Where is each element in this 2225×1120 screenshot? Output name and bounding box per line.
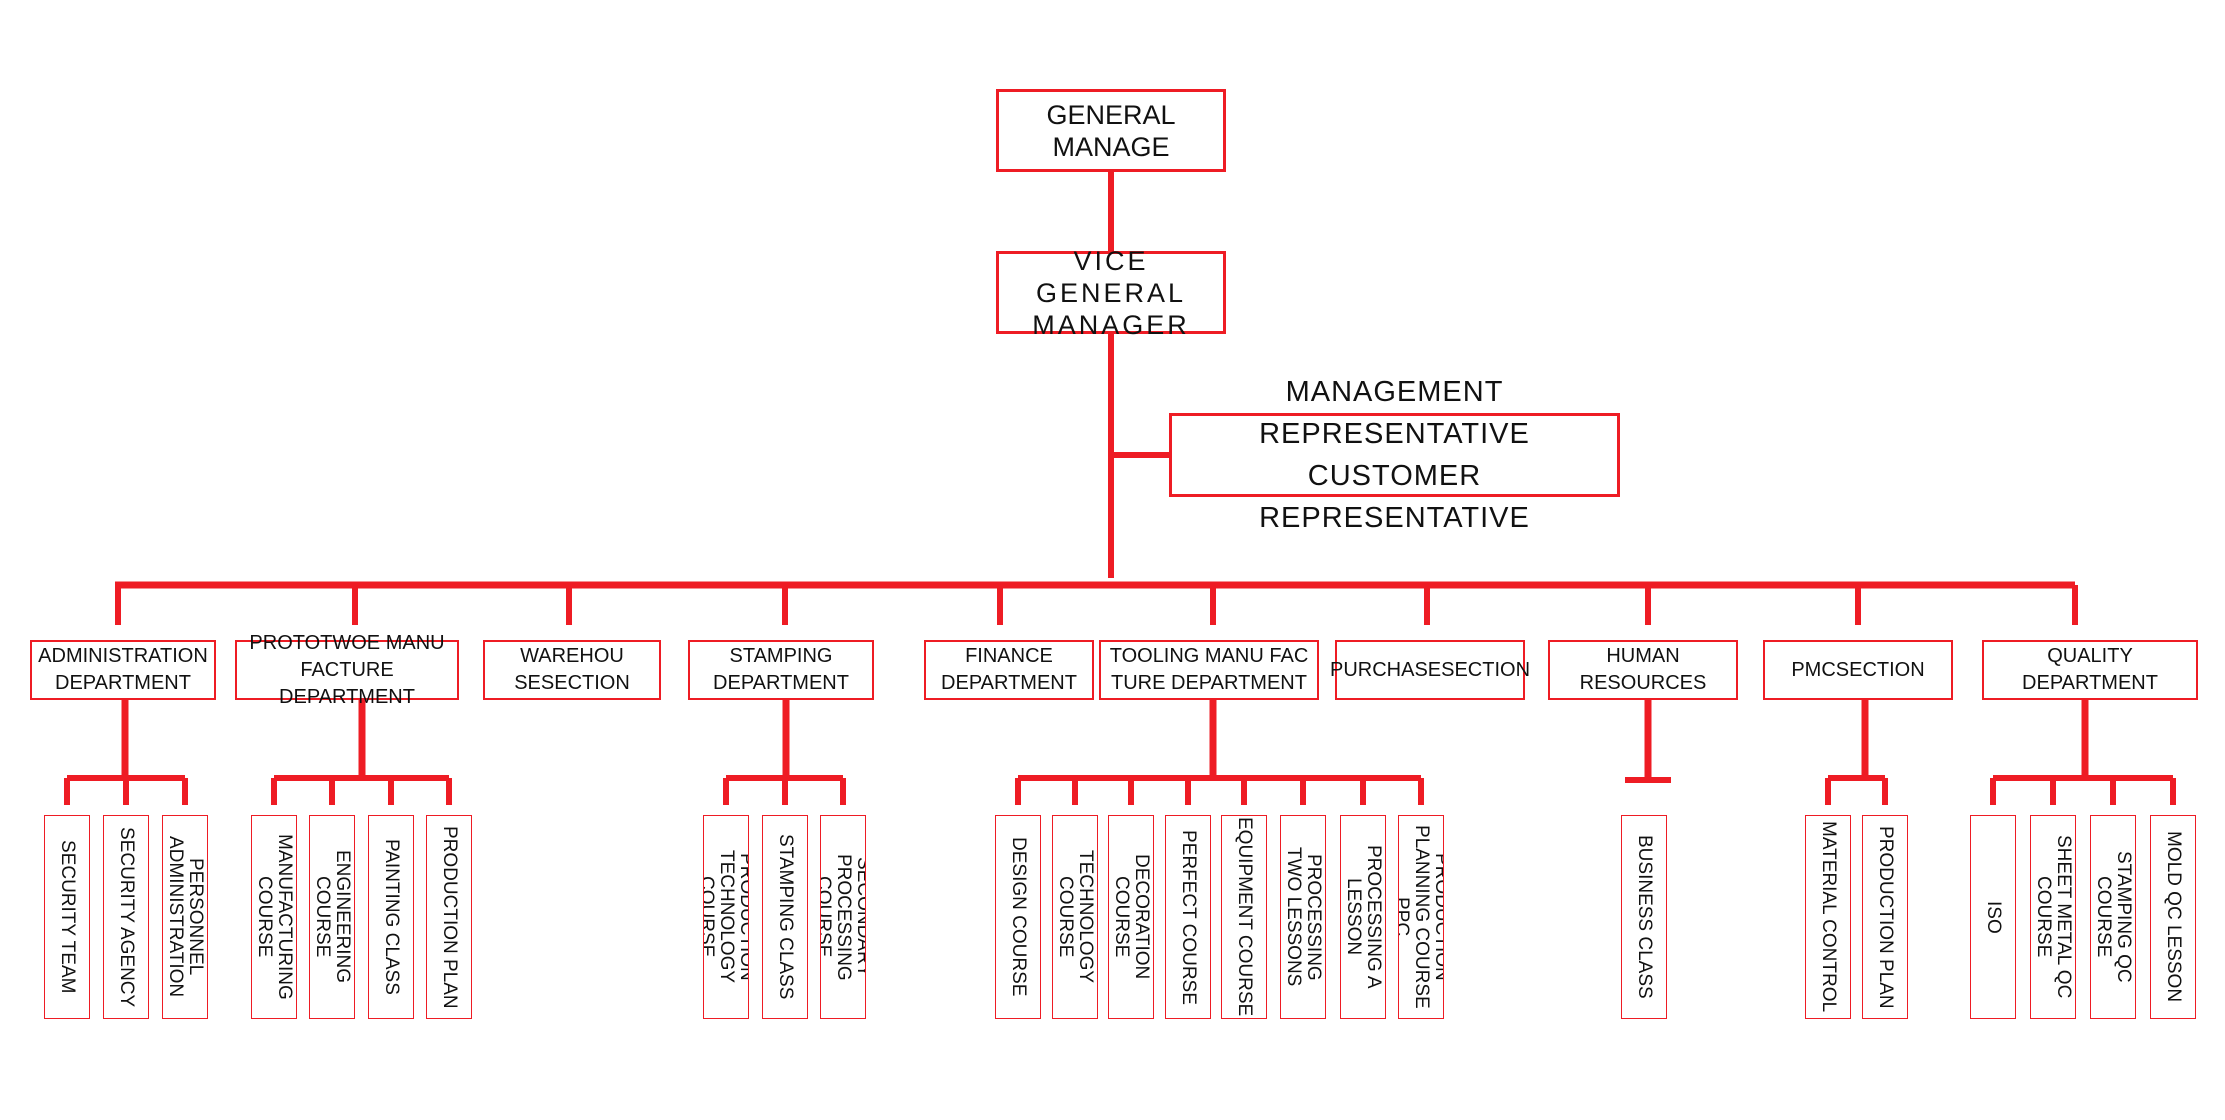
sub-engineering-course: ENGINEERING COURSE [309,815,355,1019]
dept-purchase: PURCHASESECTION [1330,640,1530,700]
vice-general-manager-box: VICE GENERAL MANAGER [996,246,1226,340]
sub-secondary-processing-course: SECONDARY PROCESSING COURSE [820,815,866,1019]
sub-pmc-production-plan: PRODUCTION PLAN [1862,815,1908,1019]
sub-security-agency: SECURITY AGENCY [103,815,149,1019]
dept-label: HUMAN RESOURCES [1579,645,1707,694]
sub-sheet-metal-qc-course: SHEET METAL QC COURSE [2030,815,2076,1019]
sub-manufacturing-course: MANUFACTURING COURSE [251,815,297,1019]
sub-label: PERSONNEL ADMINISTRATION [165,836,206,998]
sub-production-planning-course-ppc: PRODUCTION PLANNING COURSE PPC [1398,815,1444,1019]
sub-label: DECORATION COURSE [1111,854,1152,980]
sub-label: PERFECT COURSE [1178,829,1199,1005]
sub-processing-two-lessons: PROCESSING TWO LESSONS [1280,815,1326,1019]
general-manager-box: GENERAL MANAGE [996,89,1226,172]
sub-label: STAMPING QC COURSE [2093,851,2134,983]
sub-decoration-course: DECORATION COURSE [1108,815,1154,1019]
dept-administration: ADMINISTRATION DEPARTMENT [30,640,216,700]
sub-label: BUSINESS CLASS [1634,835,1655,999]
dept-human-resources: HUMAN RESOURCES [1548,640,1738,700]
sub-label: PROCESSING A LESSON [1343,845,1384,989]
sub-production-technology-course: PRODUCTION TECHNOLOGY COURSE [703,815,749,1019]
dept-label: TOOLING MANU FAC TURE DEPARTMENT [1109,645,1309,694]
sub-design-course: DESIGN COURSE [995,815,1041,1019]
sub-label: MANUFACTURING COURSE [254,834,295,1000]
sub-label: PROCESSING TWO LESSONS [1283,847,1324,987]
sub-label: PRODUCTION PLAN [439,825,460,1009]
sub-label: SECURITY TEAM [57,840,78,994]
sub-label: ISO [1983,900,2004,934]
sub-label: PRODUCTION PLAN [1875,825,1896,1009]
sub-iso: ISO [1970,815,2016,1019]
sub-label: SECONDARY PROCESSING COURSE [820,853,866,981]
sub-label: ENGINEERING COURSE [312,850,353,984]
dept-label: WAREHOU SESECTION [514,645,630,694]
sub-equipment-course: EQUIPMENT COURSE [1221,815,1267,1019]
dept-quality: QUALITY DEPARTMENT [1982,640,2198,700]
sub-label: SECURITY AGENCY [116,826,137,1008]
sub-security-team: SECURITY TEAM [44,815,90,1019]
sub-label: TECHNOLOGY COURSE [1055,850,1096,984]
dept-pmc: PMCSECTION [1763,640,1953,700]
dept-stamping: STAMPING DEPARTMENT [688,640,874,700]
sub-stamping-class: STAMPING CLASS [762,815,808,1019]
sub-label: DESIGN COURSE [1008,837,1029,997]
sub-label: SHEET METAL QC COURSE [2033,835,2074,999]
dept-label: PURCHASESECTION [1329,658,1531,681]
dept-label: ADMINISTRATION DEPARTMENT [38,645,208,694]
dept-label: QUALITY DEPARTMENT [2022,645,2158,694]
dept-tooling-manufacture: TOOLING MANU FAC TURE DEPARTMENT [1099,640,1319,700]
dept-label: PMCSECTION [1791,658,1925,681]
management-representative-label: MANAGEMENT REPRESENTATIVE [1259,376,1530,450]
sub-mold-qc-lesson: MOLD QC LESSON [2150,815,2196,1019]
sub-label: EQUIPMENT COURSE [1234,817,1255,1017]
dept-warehouse: WAREHOU SESECTION [483,640,661,700]
sub-technology-course: TECHNOLOGY COURSE [1052,815,1098,1019]
vice-general-manager-label: VICE GENERAL MANAGER [1032,245,1190,340]
sub-label: PRODUCTION PLANNING COURSE PPC [1398,825,1444,1009]
dept-label: PROTOTWOE MANU FACTURE DEPARTMENT [249,631,445,708]
sub-label: MOLD QC LESSON [2163,831,2184,1003]
dept-label: STAMPING DEPARTMENT [713,645,849,694]
sub-label: MATERIAL CONTROL [1818,821,1839,1013]
sub-stamping-qc-course: STAMPING QC COURSE [2090,815,2136,1019]
representatives-box: MANAGEMENT REPRESENTATIVE CUSTOMER REPRE… [1169,376,1620,534]
sub-label: STAMPING CLASS [775,834,796,1000]
sub-perfect-course: PERFECT COURSE [1165,815,1211,1019]
sub-material-control: MATERIAL CONTROL [1805,815,1851,1019]
general-manager-label: GENERAL MANAGE [1046,99,1176,162]
sub-production-plan: PRODUCTION PLAN [426,815,472,1019]
sub-personnel-administration: PERSONNEL ADMINISTRATION [162,815,208,1019]
sub-painting-class: PAINTING CLASS [368,815,414,1019]
dept-label: FINANCE DEPARTMENT [941,645,1077,694]
sub-business-class: BUSINESS CLASS [1621,815,1667,1019]
sub-label: PRODUCTION TECHNOLOGY COURSE [703,850,749,984]
sub-label: PAINTING CLASS [381,839,402,995]
dept-prototype-manufacture: PROTOTWOE MANU FACTURE DEPARTMENT [235,632,459,708]
sub-processing-a-lesson: PROCESSING A LESSON [1340,815,1386,1019]
dept-finance: FINANCE DEPARTMENT [924,640,1094,700]
customer-representative-label: CUSTOMER REPRESENTATIVE [1259,460,1530,534]
